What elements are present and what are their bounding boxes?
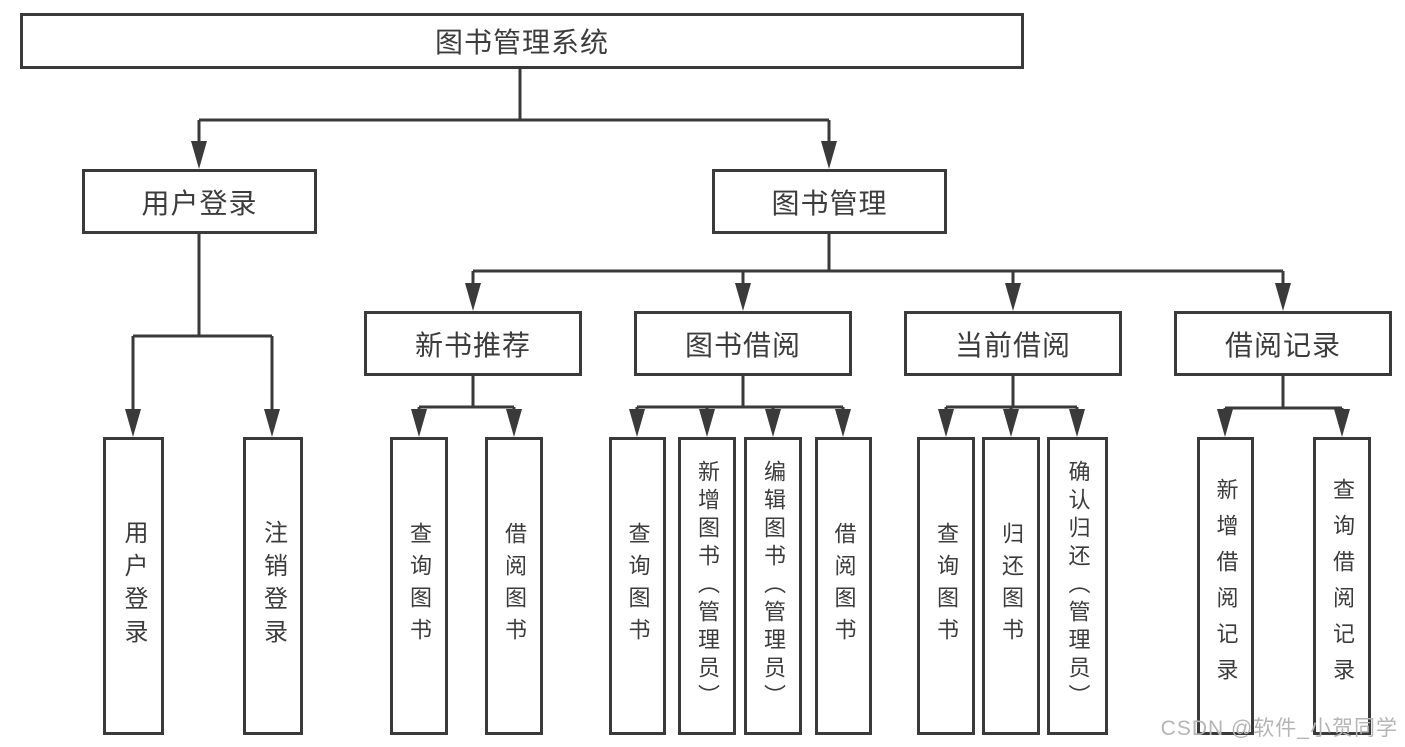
leaf-query-books-current: 查询图书	[917, 437, 975, 735]
node-borrow-record: 借阅记录	[1174, 311, 1392, 376]
leaf-label: 注销登录	[259, 520, 287, 652]
leaf-label: 新增图书（管理员）	[695, 460, 720, 712]
leaf-label: 编辑图书（管理员）	[761, 460, 786, 712]
leaf-query-books-newbook: 查询图书	[390, 437, 448, 735]
node-label: 图书管理系统	[434, 27, 609, 58]
node-book-management: 图书管理	[712, 169, 947, 234]
leaf-label: 查询借阅记录	[1330, 478, 1355, 694]
leaf-logout: 注销登录	[243, 437, 303, 735]
leaf-label: 用户登录	[120, 520, 147, 652]
node-current-borrow: 当前借阅	[904, 311, 1122, 376]
leaf-confirm-return-admin: 确认归还（管理员）	[1047, 437, 1108, 735]
leaf-label: 确认归还（管理员）	[1065, 460, 1091, 712]
leaf-add-borrow-record: 新增借阅记录	[1197, 437, 1254, 735]
node-new-book-recommend: 新书推荐	[364, 311, 582, 376]
leaf-label: 查询图书	[407, 522, 432, 650]
leaf-edit-books-admin: 编辑图书（管理员）	[744, 437, 802, 735]
leaf-label: 查询图书	[625, 522, 651, 650]
leaf-label: 查询图书	[934, 522, 959, 650]
node-label: 图书借阅	[684, 329, 801, 361]
leaf-borrow-books: 借阅图书	[815, 437, 872, 735]
node-label: 新书推荐	[414, 329, 531, 361]
node-label: 用户登录	[141, 187, 258, 219]
node-library-management-system: 图书管理系统	[20, 13, 1024, 69]
node-label: 图书管理	[771, 187, 888, 219]
leaf-add-books-admin: 新增图书（管理员）	[678, 437, 736, 735]
leaf-label: 新增借阅记录	[1213, 478, 1239, 694]
leaf-query-borrow-record: 查询借阅记录	[1313, 437, 1371, 735]
leaf-borrow-books-newbook: 借阅图书	[485, 437, 543, 735]
node-book-borrow: 图书借阅	[634, 311, 852, 376]
leaf-return-books: 归还图书	[982, 437, 1040, 735]
leaf-label: 借阅图书	[502, 522, 527, 650]
node-label: 当前借阅	[954, 329, 1071, 361]
leaf-label: 借阅图书	[831, 522, 857, 650]
node-label: 借阅记录	[1224, 329, 1341, 361]
leaf-user-login: 用户登录	[103, 437, 164, 735]
leaf-label: 归还图书	[999, 522, 1024, 650]
node-user-login: 用户登录	[82, 169, 317, 234]
csdn-watermark: CSDN @软件_小贺同学	[1160, 717, 1398, 740]
leaf-query-books-borrow: 查询图书	[609, 437, 666, 735]
